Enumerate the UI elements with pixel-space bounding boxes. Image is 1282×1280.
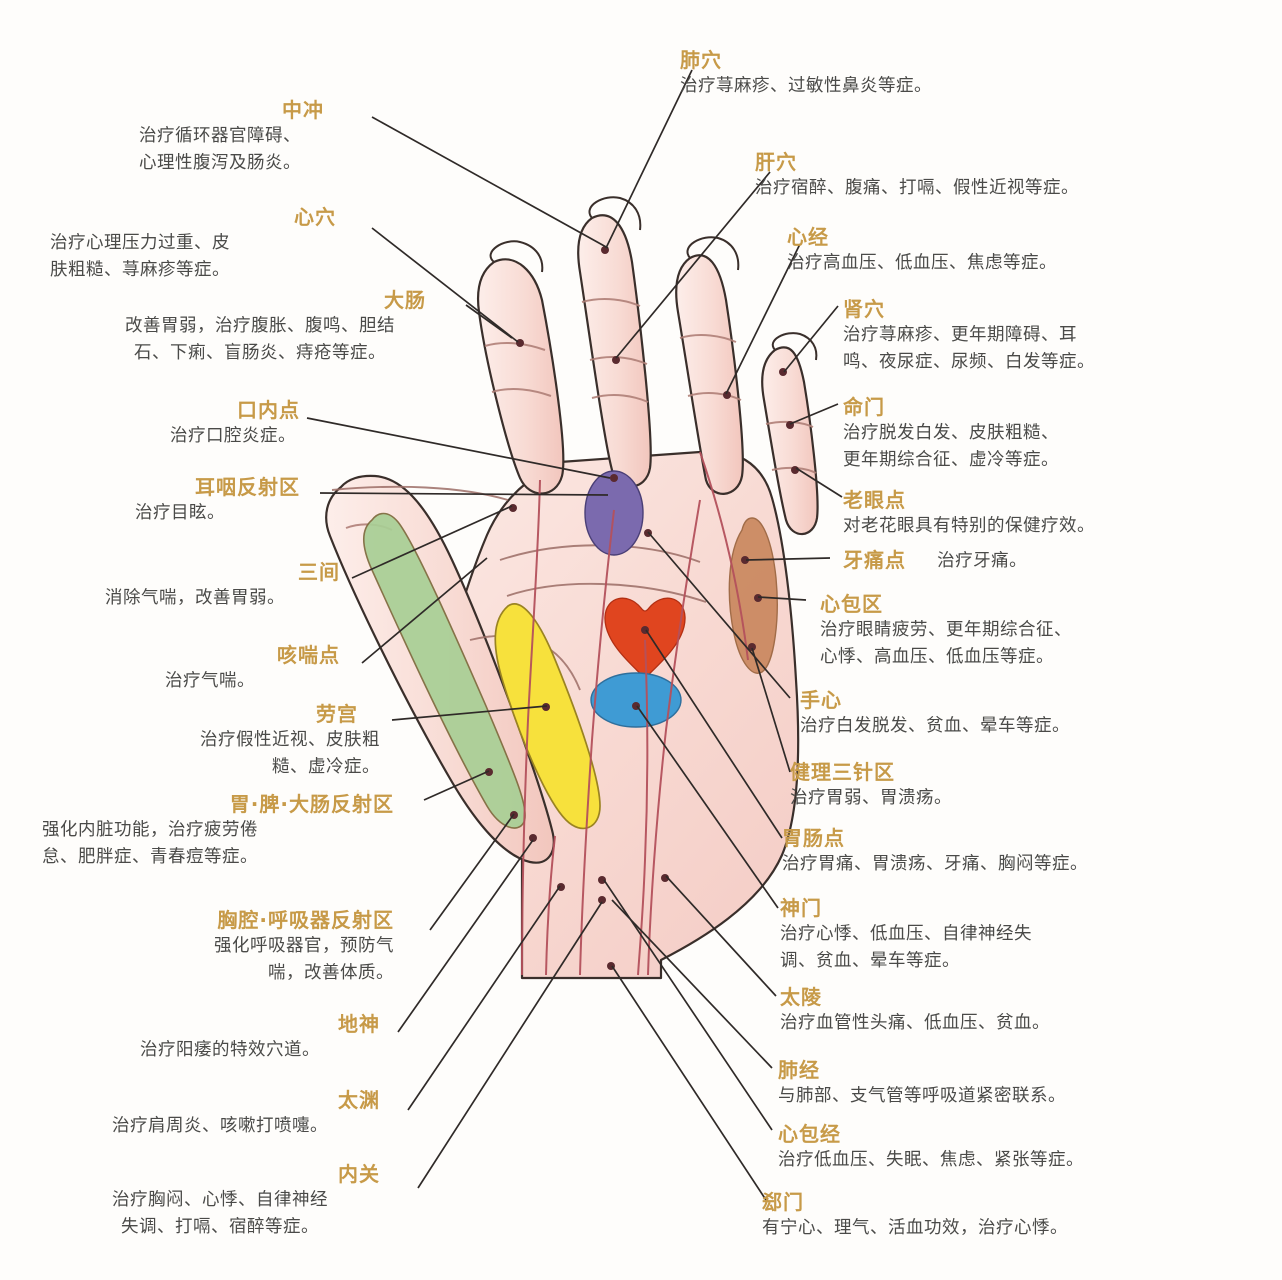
- label-desc: 与肺部、支气管等呼吸道紧密联系。: [778, 1086, 1066, 1106]
- label-ganxue[interactable]: 肝穴 治疗宿醉、腹痛、打嗝、假性近视等症。: [755, 150, 1185, 202]
- label-xiongqianghuxi[interactable]: 胸腔·呼吸器反射区 强化呼吸器官，预防气 喘，改善体质。: [42, 908, 394, 987]
- label-title: 肺经: [778, 1058, 820, 1082]
- label-kechuandian[interactable]: 咳喘点 治疗气喘。: [80, 643, 340, 695]
- label-desc: 治疗荨麻疹、过敏性鼻炎等症。: [680, 76, 932, 96]
- label-title: 健理三针区: [790, 760, 895, 784]
- ring-finger: [675, 254, 744, 495]
- label-title: 心包区: [820, 592, 883, 616]
- label-title: 大肠: [384, 288, 426, 312]
- label-feixue[interactable]: 肺穴 治疗荨麻疹、过敏性鼻炎等症。: [680, 48, 1100, 100]
- label-desc: 治疗肩周炎、咳嗽打喷嚏。: [112, 1116, 328, 1136]
- label-desc: 治疗荨麻疹、更年期障碍、耳 鸣、夜尿症、尿频、白发等症。: [843, 325, 1095, 373]
- label-desc: 治疗低血压、失眠、焦虑、紧张等症。: [778, 1150, 1084, 1170]
- label-desc: 治疗口腔炎症。: [170, 426, 296, 446]
- label-desc: 治疗阳痿的特效穴道。: [140, 1040, 320, 1060]
- label-title: 太渊: [338, 1088, 380, 1112]
- label-desc: 强化呼吸器官，预防气 喘，改善体质。: [214, 936, 394, 984]
- label-xinjing[interactable]: 心经 治疗高血压、低血压、焦虑等症。: [787, 225, 1187, 277]
- label-taiyuan[interactable]: 太渊 治疗肩周炎、咳嗽打喷嚏。: [60, 1088, 380, 1140]
- label-mingmen[interactable]: 命门 治疗脱发白发、皮肤粗糙、 更年期综合征、虚冷等症。: [843, 395, 1173, 474]
- label-title: 肝穴: [755, 150, 797, 174]
- label-desc: 治疗高血压、低血压、焦虑等症。: [787, 253, 1057, 273]
- label-title: 命门: [843, 395, 885, 419]
- label-desc: 治疗气喘。: [165, 671, 255, 691]
- label-desc: 强化内脏功能，治疗疲劳倦 怠、肥胖症、青春痘等症。: [42, 820, 258, 868]
- little-finger: [761, 346, 819, 536]
- label-desc: 治疗循环器官障碍、 心理性腹泻及肠炎。: [139, 126, 301, 174]
- label-dachang[interactable]: 大肠 改善胃弱，治疗腹胀、腹鸣、胆结 石、下痢、盲肠炎、痔疮等症。: [50, 288, 470, 367]
- label-shenxue[interactable]: 肾穴 治疗荨麻疹、更年期障碍、耳 鸣、夜尿症、尿频、白发等症。: [843, 297, 1173, 376]
- label-kouneidian[interactable]: 口内点 治疗口腔炎症。: [70, 398, 300, 450]
- label-xinbaojing[interactable]: 心包经 治疗低血压、失眠、焦虑、紧张等症。: [778, 1122, 1128, 1174]
- label-desc: 治疗牙痛。: [937, 551, 1028, 571]
- zone-chest-respiratory: [728, 517, 778, 674]
- label-title: 胸腔·呼吸器反射区: [217, 908, 394, 932]
- label-desc: 治疗胸闷、心悸、自律神经 失调、打嗝、宿醉等症。: [112, 1190, 328, 1238]
- label-zhongchong[interactable]: 中冲 治疗循环器官障碍、 心理性腹泻及肠炎。: [60, 98, 380, 177]
- label-title: 心包经: [778, 1122, 841, 1146]
- label-desc: 治疗心理压力过重、皮 肤粗糙、荨麻疹等症。: [50, 233, 230, 281]
- leader-lines: [306, 69, 843, 1201]
- label-desc: 治疗目眩。: [135, 503, 225, 523]
- label-title: 肾穴: [843, 297, 885, 321]
- label-title: 心经: [787, 225, 829, 249]
- label-xinbaoqu[interactable]: 心包区 治疗眼睛疲劳、更年期综合征、 心悸、高血压、低血压等症。: [820, 592, 1150, 671]
- label-desc: 治疗眼睛疲劳、更年期综合征、 心悸、高血压、低血压等症。: [820, 620, 1072, 668]
- label-desc: 治疗白发脱发、贫血、晕车等症。: [800, 716, 1070, 736]
- label-feijing[interactable]: 肺经 与肺部、支气管等呼吸道紧密联系。: [778, 1058, 1128, 1110]
- label-yatongdian[interactable]: 牙痛点 治疗牙痛。: [843, 548, 1183, 575]
- label-tailing[interactable]: 太陵 治疗血管性头痛、低血压、贫血。: [780, 985, 1120, 1037]
- label-title: 手心: [800, 688, 842, 712]
- label-desc: 治疗宿醉、腹痛、打嗝、假性近视等症。: [755, 178, 1079, 198]
- label-ximen[interactable]: 郄门 有宁心、理气、活血功效，治疗心悸。: [762, 1190, 1122, 1242]
- label-laogong[interactable]: 劳宫 治疗假性近视、皮肤粗 糙、虚冷症。: [60, 702, 380, 781]
- label-title: 地神: [338, 1012, 380, 1036]
- label-weichangdian[interactable]: 胃肠点 治疗胃痛、胃溃疡、牙痛、胸闷等症。: [782, 826, 1132, 878]
- label-jianlisanzhenqu[interactable]: 健理三针区 治疗胃弱、胃溃疡。: [790, 760, 1130, 812]
- label-eryanfanshequ[interactable]: 耳咽反射区 治疗目眩。: [60, 475, 300, 527]
- label-title: 内关: [338, 1162, 380, 1186]
- label-xinxue[interactable]: 心穴 治疗心理压力过重、皮 肤粗糙、荨麻疹等症。: [50, 205, 380, 284]
- label-title: 劳宫: [316, 702, 358, 726]
- label-title: 老眼点: [843, 488, 906, 512]
- label-title: 郄门: [762, 1190, 804, 1214]
- label-neiguan[interactable]: 内关 治疗胸闷、心悸、自律神经 失调、打嗝、宿醉等症。: [50, 1162, 390, 1241]
- label-title: 肺穴: [680, 48, 722, 72]
- label-title: 太陵: [780, 985, 822, 1009]
- label-shouxin[interactable]: 手心 治疗白发脱发、贫血、晕车等症。: [800, 688, 1140, 740]
- label-weipidachang[interactable]: 胃·脾·大肠反射区 强化内脏功能，治疗疲劳倦 怠、肥胖症、青春痘等症。: [42, 792, 394, 871]
- label-title: 耳咽反射区: [195, 475, 300, 499]
- label-shenmen[interactable]: 神门 治疗心悸、低血压、自律神经失 调、贫血、晕车等症。: [780, 896, 1120, 975]
- label-title: 咳喘点: [277, 643, 340, 667]
- label-desc: 治疗假性近视、皮肤粗 糙、虚冷症。: [200, 730, 380, 778]
- label-dishen[interactable]: 地神 治疗阳痿的特效穴道。: [80, 1012, 380, 1064]
- acupoint-dots: [485, 246, 799, 970]
- label-title: 中冲: [282, 98, 324, 122]
- label-desc: 对老花眼具有特别的保健疗效。: [843, 516, 1095, 536]
- label-desc: 治疗血管性头痛、低血压、贫血。: [780, 1013, 1050, 1033]
- label-title: 牙痛点: [843, 548, 906, 572]
- label-desc: 治疗胃弱、胃溃疡。: [790, 788, 952, 808]
- middle-finger: [577, 214, 652, 488]
- label-desc: 治疗脱发白发、皮肤粗糙、 更年期综合征、虚冷等症。: [843, 423, 1059, 471]
- label-title: 神门: [780, 896, 822, 920]
- label-title: 三间: [298, 560, 340, 584]
- label-desc: 治疗胃痛、胃溃疡、牙痛、胸闷等症。: [782, 854, 1088, 874]
- label-desc: 改善胃弱，治疗腹胀、腹鸣、胆结 石、下痢、盲肠炎、痔疮等症。: [125, 316, 395, 364]
- label-desc: 有宁心、理气、活血功效，治疗心悸。: [762, 1218, 1068, 1238]
- label-title: 口内点: [237, 398, 300, 422]
- index-finger: [477, 258, 565, 495]
- label-desc: 消除气喘，改善胃弱。: [105, 588, 285, 608]
- hand-illustration: [306, 69, 843, 1201]
- label-title: 心穴: [294, 205, 336, 229]
- label-title: 胃·脾·大肠反射区: [229, 792, 394, 816]
- zone-laogong: [494, 603, 601, 830]
- meridian-lines: [521, 451, 749, 976]
- label-desc: 治疗心悸、低血压、自律神经失 调、贫血、晕车等症。: [780, 924, 1032, 972]
- zone-jianli-three-needle: [590, 672, 682, 728]
- label-laoyandian[interactable]: 老眼点 对老花眼具有特别的保健疗效。: [843, 488, 1183, 540]
- label-sanjian[interactable]: 三间 消除气喘，改善胃弱。: [50, 560, 340, 612]
- label-title: 胃肠点: [782, 826, 845, 850]
